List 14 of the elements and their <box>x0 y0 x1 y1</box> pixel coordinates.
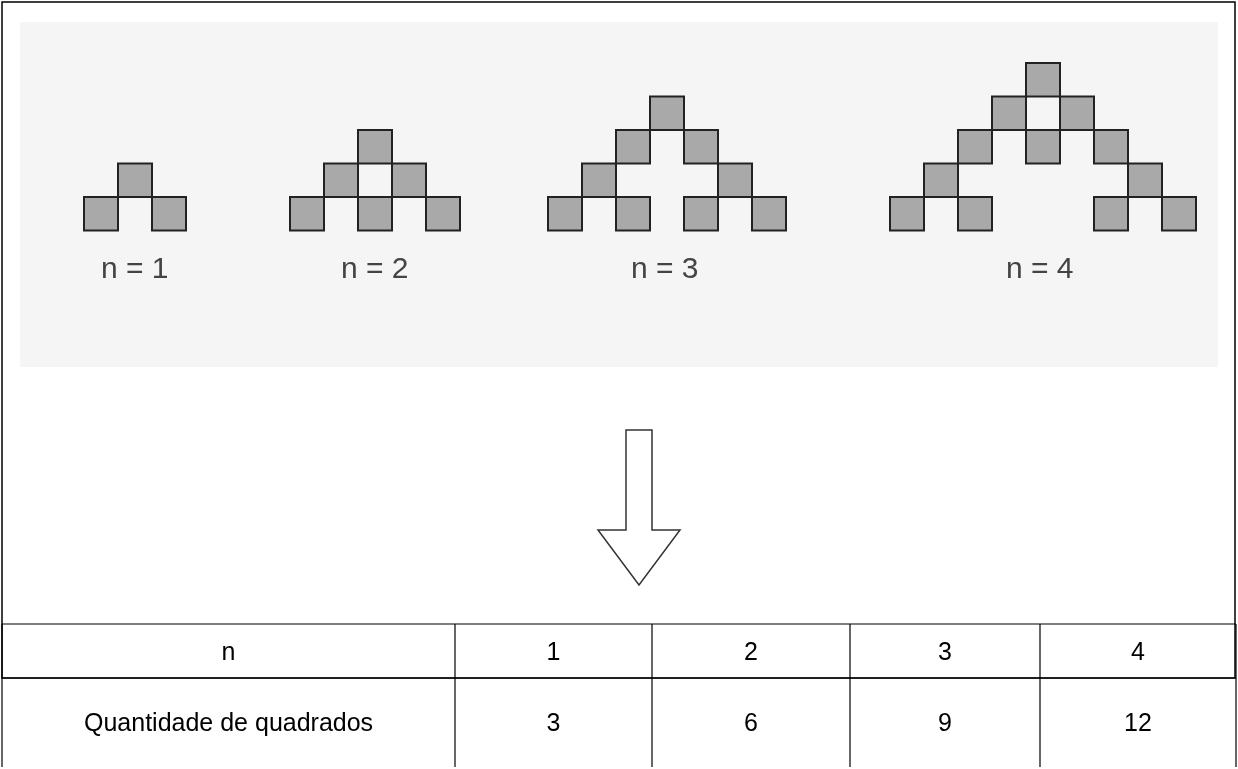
figure-caption: n = 3 <box>631 251 699 285</box>
table-value: 9 <box>938 708 952 737</box>
row-header: n <box>221 636 236 666</box>
table-value: 3 <box>938 636 952 666</box>
table-value: 4 <box>1131 636 1145 666</box>
figure-caption: n = 2 <box>341 251 409 285</box>
table-value: 6 <box>744 708 758 737</box>
table-value: 2 <box>744 636 758 666</box>
table-value: 3 <box>546 708 561 737</box>
table-value: 1 <box>546 636 561 666</box>
figure-caption: n = 1 <box>101 251 169 285</box>
figure-caption: n = 4 <box>1006 251 1074 285</box>
table-value: 12 <box>1124 708 1152 737</box>
row-header: Quantidade de quadrados <box>84 708 374 737</box>
